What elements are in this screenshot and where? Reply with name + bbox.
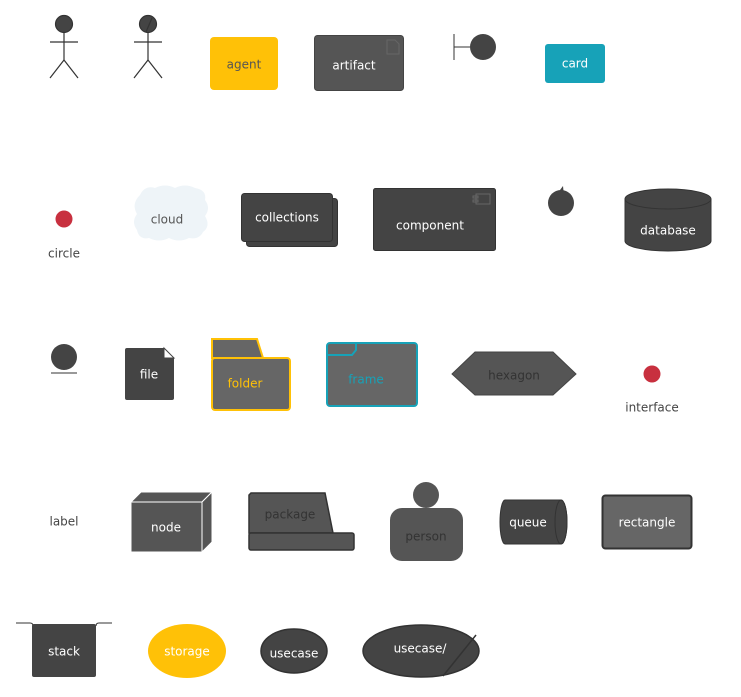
artifact-label: artifact bbox=[332, 59, 376, 73]
document-icon bbox=[386, 39, 400, 55]
cloud-shape[interactable]: cloud bbox=[134, 185, 208, 241]
component-shape[interactable]: component bbox=[373, 188, 496, 251]
collections-label: collections bbox=[255, 211, 319, 225]
queue-label: queue bbox=[509, 516, 547, 530]
cloud-label: cloud bbox=[151, 213, 184, 227]
usecase-business-label: usecase/ bbox=[394, 642, 448, 656]
control-shape[interactable] bbox=[548, 186, 574, 216]
package-label: package bbox=[265, 508, 316, 522]
usecase-business-shape[interactable]: usecase/ bbox=[362, 624, 480, 678]
rectangle-shape[interactable]: rectangle bbox=[601, 494, 693, 550]
hexagon-shape[interactable]: hexagon bbox=[451, 351, 577, 396]
component-label: component bbox=[396, 219, 464, 233]
circle-shape[interactable]: circle bbox=[48, 210, 80, 261]
agent-label: agent bbox=[227, 58, 262, 72]
node-shape[interactable]: node bbox=[129, 490, 214, 554]
artifact-shape[interactable]: artifact bbox=[314, 35, 404, 91]
interface-shape[interactable]: interface bbox=[625, 365, 679, 415]
file-shape[interactable]: file bbox=[125, 346, 176, 400]
person-label: person bbox=[405, 530, 446, 544]
circle-label: circle bbox=[48, 247, 80, 261]
component-icon bbox=[472, 193, 491, 205]
actor-business-shape[interactable] bbox=[133, 14, 163, 79]
database-shape[interactable]: database bbox=[624, 188, 712, 252]
interface-label: interface bbox=[625, 401, 679, 415]
storage-shape[interactable]: storage bbox=[148, 624, 226, 678]
collections-shape[interactable]: collections bbox=[241, 193, 338, 247]
frame-label: frame bbox=[348, 373, 384, 387]
node-label: node bbox=[151, 521, 181, 535]
queue-shape[interactable]: queue bbox=[499, 499, 568, 545]
frame-shape[interactable]: frame bbox=[326, 342, 418, 407]
storage-label: storage bbox=[164, 645, 210, 659]
boundary-shape[interactable] bbox=[453, 34, 496, 60]
stack-shape[interactable]: stack bbox=[16, 622, 112, 677]
folder-shape[interactable]: folder bbox=[211, 338, 291, 411]
actor-shape[interactable] bbox=[49, 14, 79, 79]
usecase-shape[interactable]: usecase bbox=[260, 628, 328, 674]
entity-shape[interactable] bbox=[51, 344, 77, 374]
hexagon-label: hexagon bbox=[488, 369, 540, 383]
folder-label: folder bbox=[228, 377, 263, 391]
label-shape[interactable]: label bbox=[49, 515, 78, 529]
person-shape[interactable]: person bbox=[390, 482, 463, 561]
database-label: database bbox=[640, 224, 696, 238]
card-label: card bbox=[562, 57, 588, 71]
usecase-label: usecase bbox=[270, 647, 319, 661]
package-shape[interactable]: package bbox=[248, 492, 355, 551]
agent-shape[interactable]: agent bbox=[210, 37, 278, 90]
stack-label: stack bbox=[48, 645, 80, 659]
rectangle-label: rectangle bbox=[619, 516, 676, 530]
card-shape[interactable]: card bbox=[545, 44, 605, 83]
file-label: file bbox=[140, 368, 158, 382]
